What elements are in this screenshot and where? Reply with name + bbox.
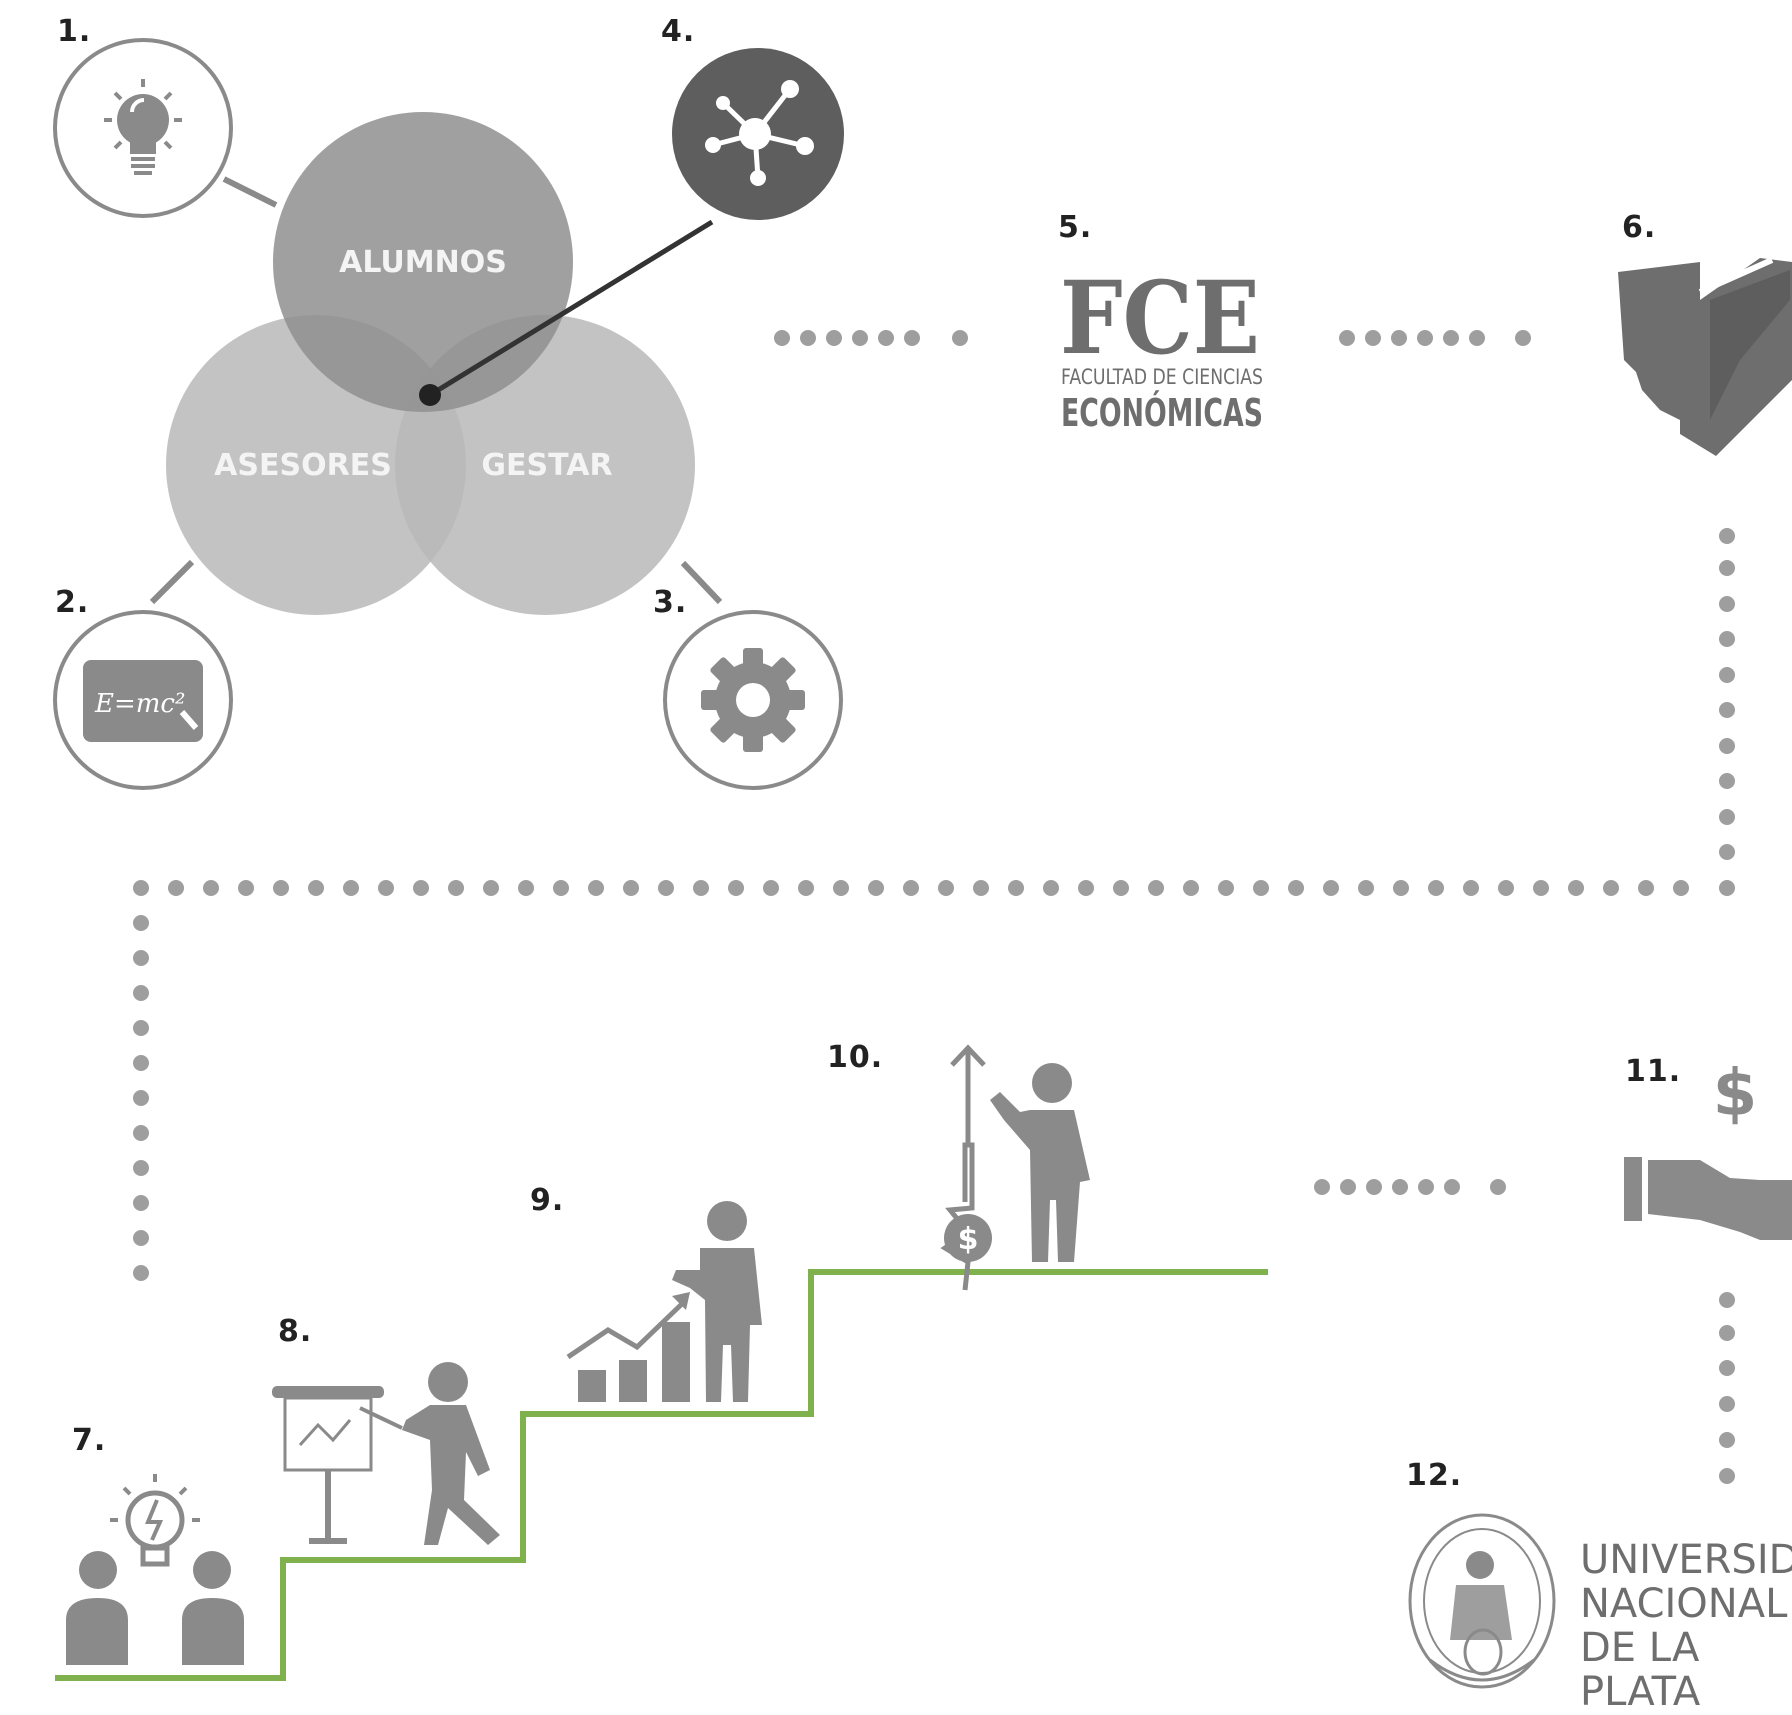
- formula-board-icon: E=mc²: [53, 610, 233, 790]
- dotted-connector-11-12: [1719, 1292, 1735, 1484]
- venn-diagram: ALUMNOS ASESORES GESTAR: [166, 112, 695, 615]
- connector-4-dot: [419, 384, 441, 406]
- dotted-connector-5-6: [1339, 330, 1531, 346]
- venn-circle-alumnos: [273, 112, 573, 412]
- coin-symbol: $: [958, 1222, 979, 1257]
- university-seal-icon: [1408, 1513, 1556, 1689]
- venn-label-asesores: ASESORES: [214, 448, 392, 483]
- step-label-8: 8.: [278, 1314, 313, 1349]
- money-growth-icon: $: [940, 1044, 1090, 1291]
- step-label-9: 9.: [530, 1183, 565, 1218]
- presentation-icon: [272, 1362, 500, 1545]
- unlp-line1: UNIVERSIDAD: [1580, 1537, 1792, 1583]
- fce-line1: FACULTAD DE CIENCIAS: [1061, 365, 1263, 389]
- lightbulb-icon: [53, 38, 233, 218]
- dotted-connector-4-5: [774, 330, 968, 346]
- step-label-1: 1.: [57, 14, 92, 49]
- dotted-connector-6-down: [1719, 528, 1735, 896]
- step-label-5: 5.: [1058, 210, 1093, 245]
- step-label-6: 6.: [1622, 210, 1657, 245]
- hand-money-icon: $: [1624, 1057, 1792, 1240]
- fce-logo: FCE FACULTAD DE CIENCIAS ECONÓMICAS: [1060, 259, 1263, 435]
- connector-3: [680, 560, 723, 605]
- ballot-box-icon: [1618, 257, 1792, 456]
- dotted-connector-10-11: [1314, 1179, 1506, 1195]
- gear-icon: [663, 610, 843, 790]
- network-icon: [672, 48, 844, 220]
- dotted-connector-horizontal: [133, 880, 1689, 896]
- connector-4: [428, 219, 714, 398]
- dollar-sign: $: [1713, 1057, 1758, 1131]
- venn-label-alumnos: ALUMNOS: [339, 245, 507, 280]
- fce-logo-mark: FCE: [1060, 259, 1260, 377]
- step-label-7: 7.: [72, 1423, 107, 1458]
- unlp-line2: NACIONAL: [1580, 1581, 1788, 1627]
- staircase-line: [55, 1269, 1268, 1681]
- growth-chart-icon: [566, 1201, 762, 1402]
- step-label-10: 10.: [827, 1040, 884, 1075]
- step-label-12: 12.: [1406, 1458, 1463, 1493]
- unlp-line3: DE LA PLATA: [1580, 1625, 1701, 1715]
- step-label-2: 2.: [55, 585, 90, 620]
- idea-team-icon: [66, 1474, 244, 1665]
- step-label-4: 4.: [661, 14, 696, 49]
- connector-2: [149, 559, 195, 605]
- step-label-11: 11.: [1625, 1054, 1682, 1089]
- venn-label-gestar: GESTAR: [481, 448, 612, 483]
- dotted-connector-left-down: [133, 915, 149, 1281]
- connector-1: [222, 176, 278, 208]
- step-label-3: 3.: [653, 585, 688, 620]
- fce-line2: ECONÓMICAS: [1061, 391, 1263, 435]
- formula-text: E=mc²: [94, 689, 185, 719]
